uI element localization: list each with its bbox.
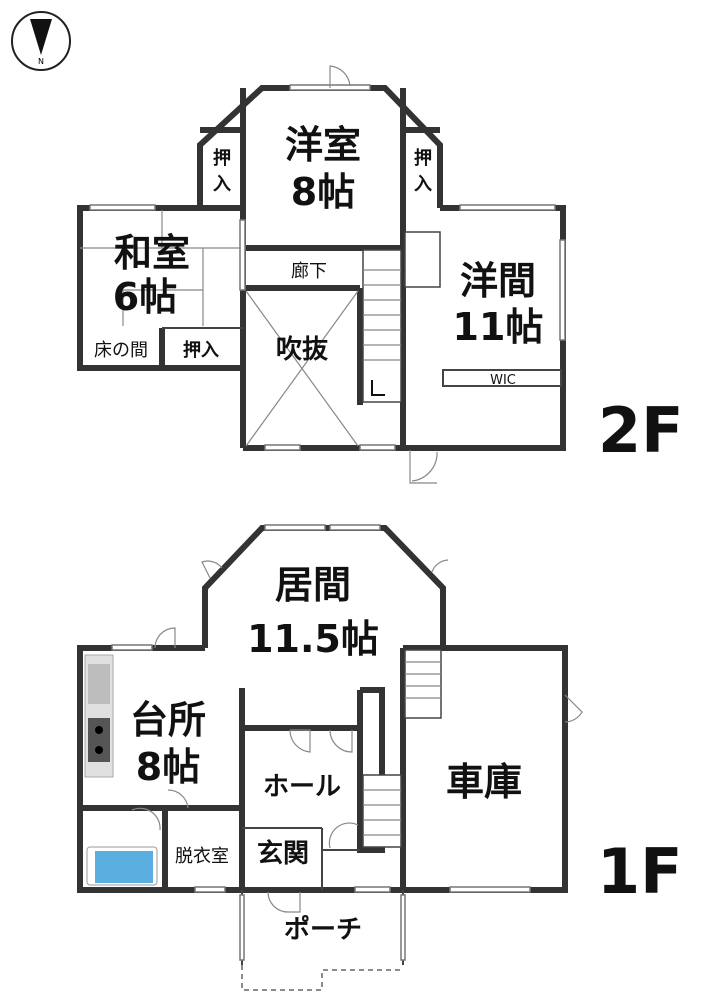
corridor-label: 廊下 — [291, 261, 327, 282]
tatami-lines — [80, 210, 240, 326]
floor-2-label: 2F — [598, 394, 684, 467]
closet-japanese-label: 押入 — [183, 339, 219, 361]
room-western-11-size: 11帖 — [453, 305, 544, 349]
kitchen-counter — [84, 654, 114, 778]
compass-icon: N — [11, 11, 71, 71]
compass-label: N — [38, 57, 44, 66]
atrium-label: 吹抜 — [276, 335, 329, 365]
room-kitchen-name: 台所 — [130, 698, 206, 742]
atrium-cross — [245, 290, 359, 447]
porch-label: ポーチ — [284, 914, 362, 945]
doors-1f — [131, 559, 583, 913]
room-living-name: 居間 — [275, 563, 351, 607]
stairs-1f — [362, 649, 442, 848]
hall-label: ホール — [263, 772, 341, 802]
room-living-size: 11.5帖 — [247, 617, 379, 661]
floor-1-label: 1F — [597, 835, 683, 908]
room-western-8-name: 洋室 — [285, 123, 361, 167]
dressing-room-label: 脱衣室 — [175, 846, 229, 867]
tokonoma-label: 床の間 — [94, 340, 148, 361]
bathtub-icon — [86, 846, 158, 886]
doors-2f — [329, 65, 438, 484]
wic-label: WIC — [490, 373, 516, 388]
room-japanese-name: 和室 — [114, 231, 190, 275]
closet-left-2: 入 — [213, 174, 231, 195]
room-japanese-size: 6帖 — [113, 275, 177, 319]
room-kitchen-size: 8帖 — [136, 745, 200, 789]
entrance-label: 玄関 — [257, 838, 309, 869]
stairs-2f — [362, 231, 441, 403]
closet-right-1: 押 — [414, 147, 432, 169]
closet-left-1: 押 — [213, 147, 231, 169]
closet-right-2: 入 — [414, 174, 432, 195]
windows-1f — [111, 524, 531, 961]
room-western-8-size: 8帖 — [291, 170, 355, 214]
garage-label: 車庫 — [446, 760, 522, 804]
room-western-11-name: 洋間 — [460, 259, 536, 303]
